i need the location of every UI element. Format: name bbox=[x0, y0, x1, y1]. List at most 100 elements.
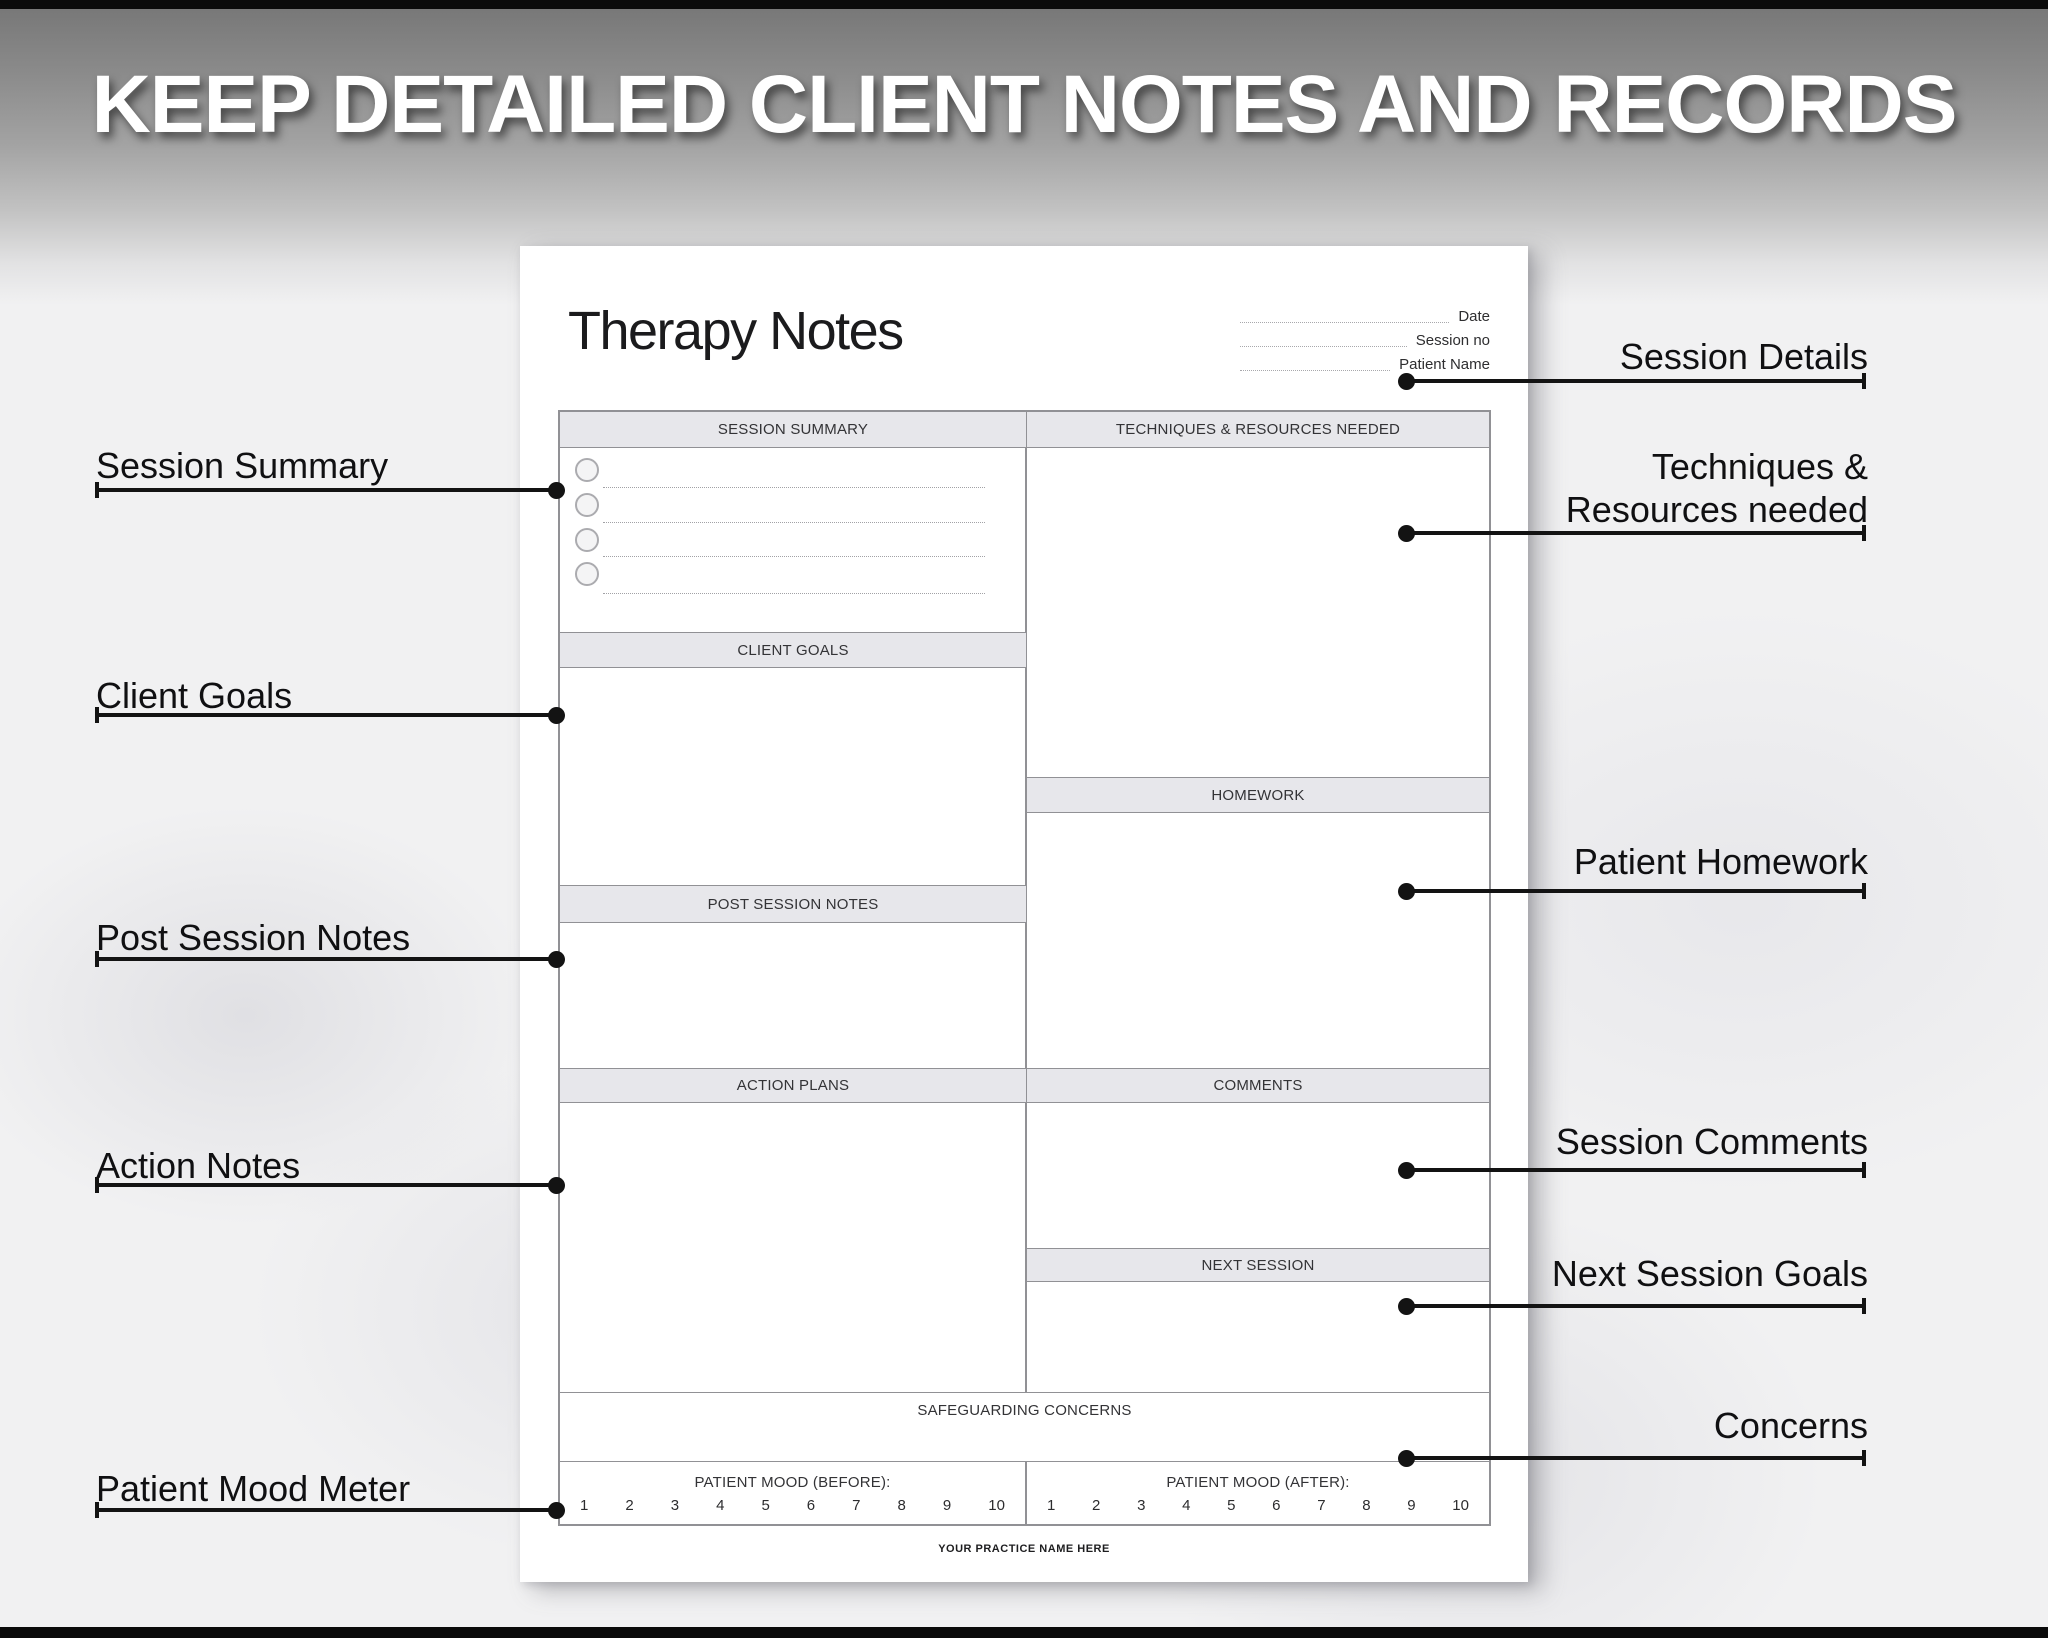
summary-bullet-circle bbox=[575, 493, 599, 517]
document-title: Therapy Notes bbox=[568, 301, 904, 361]
bottom-black-bar bbox=[0, 1627, 2048, 1638]
callout-line bbox=[95, 713, 557, 717]
patient-name-field-label: Patient Name bbox=[1399, 356, 1490, 374]
callout-dot bbox=[1398, 1298, 1415, 1315]
mood-number: 9 bbox=[1407, 1497, 1416, 1514]
date-field-label: Date bbox=[1458, 308, 1490, 326]
mood-number: 10 bbox=[988, 1497, 1005, 1514]
section-header-comments: COMMENTS bbox=[1027, 1068, 1489, 1103]
callout-session-details: Session Details bbox=[1619, 336, 1868, 377]
callout-tick bbox=[1862, 525, 1866, 541]
date-write-line bbox=[1240, 322, 1450, 323]
mood-before-cell: PATIENT MOOD (BEFORE): 1 2 3 4 5 6 7 8 9… bbox=[560, 1462, 1025, 1524]
callout-session-summary: Session Summary bbox=[96, 445, 389, 486]
summary-write-line bbox=[603, 522, 985, 523]
callout-dot bbox=[548, 951, 565, 968]
mood-number: 6 bbox=[1272, 1497, 1281, 1514]
callout-techniques-resources: Techniques & Resources needed bbox=[1566, 445, 1868, 531]
callout-line bbox=[95, 1183, 557, 1187]
summary-bullet-circle bbox=[575, 458, 599, 482]
callout-line bbox=[1404, 531, 1866, 535]
callout-line bbox=[1404, 379, 1866, 383]
callout-action-notes: Action Notes bbox=[96, 1145, 301, 1186]
mood-number: 7 bbox=[1317, 1497, 1326, 1514]
section-header-post-session-notes: POST SESSION NOTES bbox=[560, 885, 1026, 923]
callout-tick bbox=[1862, 1450, 1866, 1466]
section-safeguarding: SAFEGUARDING CONCERNS bbox=[560, 1392, 1489, 1462]
section-header-action-plans: ACTION PLANS bbox=[560, 1068, 1026, 1103]
callout-tick bbox=[95, 707, 99, 723]
callout-line bbox=[95, 488, 557, 492]
section-header-next-session: NEXT SESSION bbox=[1027, 1248, 1489, 1282]
session-no-field: Session no bbox=[1240, 327, 1490, 351]
callout-session-comments: Session Comments bbox=[1555, 1121, 1868, 1162]
callout-post-session-notes: Post Session Notes bbox=[96, 917, 411, 958]
callout-tick bbox=[1862, 883, 1866, 899]
callout-concerns: Concerns bbox=[1713, 1405, 1868, 1446]
callout-dot bbox=[548, 1177, 565, 1194]
column-divider bbox=[1025, 412, 1027, 1392]
summary-write-line bbox=[603, 556, 985, 557]
mood-number: 6 bbox=[806, 1497, 816, 1514]
mood-after-label: PATIENT MOOD (AFTER): bbox=[1166, 1474, 1350, 1491]
date-field: Date bbox=[1240, 303, 1490, 327]
callout-dot bbox=[1398, 525, 1415, 542]
mood-number: 10 bbox=[1452, 1497, 1469, 1514]
callout-patient-mood-meter: Patient Mood Meter bbox=[96, 1468, 411, 1509]
mood-before-scale: 1 2 3 4 5 6 7 8 9 10 bbox=[560, 1491, 1025, 1514]
callout-line bbox=[95, 957, 557, 961]
callout-patient-homework: Patient Homework bbox=[1573, 841, 1868, 882]
summary-bullet-circle bbox=[575, 562, 599, 586]
mood-number: 9 bbox=[942, 1497, 952, 1514]
callout-line bbox=[1404, 1304, 1866, 1308]
section-header-homework: HOMEWORK bbox=[1027, 777, 1489, 813]
callout-line bbox=[1404, 1456, 1866, 1460]
section-header-techniques: TECHNIQUES & RESOURCES NEEDED bbox=[1027, 412, 1489, 448]
mood-number: 1 bbox=[1047, 1497, 1056, 1514]
session-no-field-label: Session no bbox=[1415, 332, 1490, 350]
callout-dot bbox=[548, 482, 565, 499]
mood-after-scale: 1 2 3 4 5 6 7 8 9 10 bbox=[1027, 1491, 1489, 1514]
patient-name-field: Patient Name bbox=[1240, 351, 1490, 375]
callout-dot bbox=[1398, 1162, 1415, 1179]
therapy-notes-page: Therapy Notes Date Session no Patient Na… bbox=[520, 246, 1528, 1582]
summary-write-line bbox=[603, 593, 985, 594]
top-black-bar bbox=[0, 0, 2048, 9]
mood-number: 2 bbox=[1092, 1497, 1101, 1514]
callout-tick bbox=[95, 482, 99, 498]
patient-name-write-line bbox=[1240, 370, 1391, 371]
summary-write-line bbox=[603, 487, 985, 488]
callout-dot bbox=[1398, 1450, 1415, 1467]
mood-number: 3 bbox=[670, 1497, 680, 1514]
mood-number: 2 bbox=[625, 1497, 634, 1514]
mood-number: 5 bbox=[761, 1497, 770, 1514]
banner-title: KEEP DETAILED CLIENT NOTES AND RECORDS bbox=[91, 59, 1958, 150]
session-detail-fields: Date Session no Patient Name bbox=[1240, 303, 1490, 375]
mood-number: 4 bbox=[716, 1497, 725, 1514]
callout-techniques-line2: Resources needed bbox=[1565, 489, 1868, 530]
summary-bullet-circle bbox=[575, 528, 599, 552]
callout-tick bbox=[1862, 1162, 1866, 1178]
callout-dot bbox=[548, 707, 565, 724]
callout-line bbox=[1404, 889, 1866, 893]
callout-client-goals: Client Goals bbox=[96, 675, 293, 716]
practice-name-footer: YOUR PRACTICE NAME HERE bbox=[938, 1543, 1110, 1555]
callout-tick bbox=[1862, 373, 1866, 389]
mood-after-cell: PATIENT MOOD (AFTER): 1 2 3 4 5 6 7 8 9 … bbox=[1027, 1462, 1489, 1524]
session-no-write-line bbox=[1240, 346, 1407, 347]
section-header-session-summary: SESSION SUMMARY bbox=[560, 412, 1026, 448]
section-header-client-goals: CLIENT GOALS bbox=[560, 632, 1026, 668]
callout-next-session-goals: Next Session Goals bbox=[1551, 1253, 1868, 1294]
callout-line bbox=[95, 1508, 557, 1512]
mood-number: 8 bbox=[897, 1497, 906, 1514]
mood-before-label: PATIENT MOOD (BEFORE): bbox=[694, 1474, 891, 1491]
callout-tick bbox=[95, 1177, 99, 1193]
callout-tick bbox=[95, 1502, 99, 1518]
mood-column-divider bbox=[1025, 1462, 1027, 1524]
mood-number: 8 bbox=[1362, 1497, 1371, 1514]
mood-number: 7 bbox=[852, 1497, 861, 1514]
callout-tick bbox=[95, 951, 99, 967]
callout-techniques-line1: Techniques & bbox=[1651, 446, 1868, 487]
mood-number: 4 bbox=[1182, 1497, 1191, 1514]
